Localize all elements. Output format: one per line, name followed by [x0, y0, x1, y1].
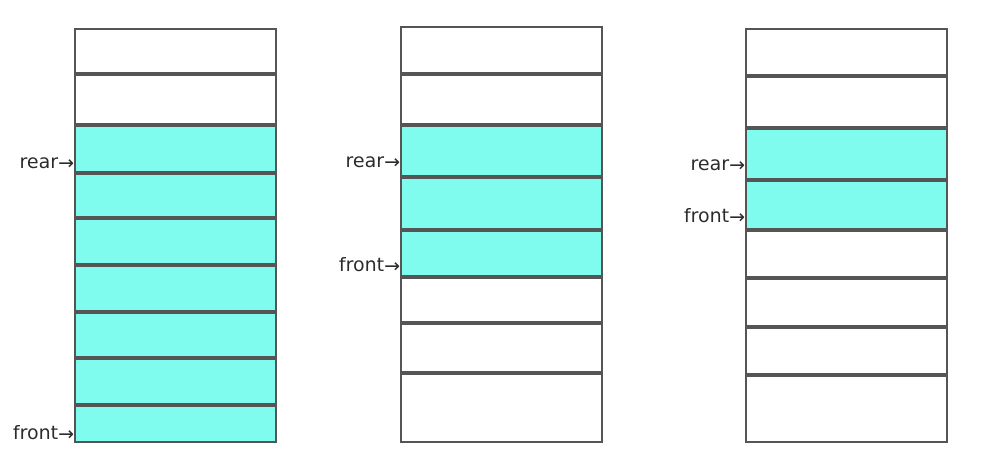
queue-3-cell-7-empty [745, 375, 948, 443]
queue-1-cell-5-occupied [74, 265, 277, 312]
queue-2-cell-1-empty [400, 74, 603, 125]
queue-1-rear-pointer-label: rear→ [0, 151, 74, 174]
queue-3-rear-pointer-label: rear→ [545, 153, 745, 176]
queue-3-cell-3-occupied [745, 180, 948, 230]
queue-2-rear-pointer-label: rear→ [200, 150, 400, 173]
queue-2-cell-4-occupied [400, 230, 603, 277]
queue-3-cell-2-occupied [745, 128, 948, 180]
queue-1-rear-arrow-icon: → [58, 152, 74, 174]
queue-2-rear-arrow-icon: → [384, 151, 400, 173]
queue-3-cell-6-empty [745, 327, 948, 375]
queue-1-front-arrow-icon: → [58, 423, 74, 445]
queue-2-cell-7-empty [400, 373, 603, 443]
queue-1-cell-0-empty [74, 28, 277, 74]
queue-1-rear-pointer-text: rear [19, 151, 59, 173]
queue-1-cell-7-occupied [74, 358, 277, 405]
queue-2-front-arrow-icon: → [384, 255, 400, 277]
queue-1-cell-6-occupied [74, 312, 277, 358]
queue-1-front-pointer-label: front→ [0, 422, 74, 445]
queue-2-front-pointer-text: front [338, 254, 385, 276]
queue-3-rear-pointer-text: rear [690, 153, 730, 175]
queue-1-front-pointer-text: front [12, 422, 59, 444]
queue-2-cell-3-occupied [400, 177, 603, 230]
queue-1-cell-2-occupied [74, 125, 277, 173]
queue-2-cell-5-empty [400, 277, 603, 323]
queue-2-rear-pointer-text: rear [345, 150, 385, 172]
queue-3-rear-arrow-icon: → [729, 154, 745, 176]
queue-3-front-arrow-icon: → [729, 206, 745, 228]
queue-1-cell-1-empty [74, 74, 277, 125]
queue-1-cell-8-occupied [74, 405, 277, 443]
queue-2-front-pointer-label: front→ [200, 254, 400, 277]
queue-3-cell-5-empty [745, 278, 948, 327]
queue-1-cell-3-occupied [74, 173, 277, 218]
queue-3-front-pointer-text: front [683, 205, 730, 227]
queue-3-cell-1-empty [745, 76, 948, 128]
queue-2-cell-2-occupied [400, 125, 603, 177]
queue-3-cell-0-empty [745, 28, 948, 76]
queue-2-cell-6-empty [400, 323, 603, 373]
queue-2-cell-0-empty [400, 26, 603, 74]
queue-3-cell-4-empty [745, 230, 948, 278]
queue-1-cell-4-occupied [74, 218, 277, 265]
queue-3-front-pointer-label: front→ [545, 205, 745, 228]
